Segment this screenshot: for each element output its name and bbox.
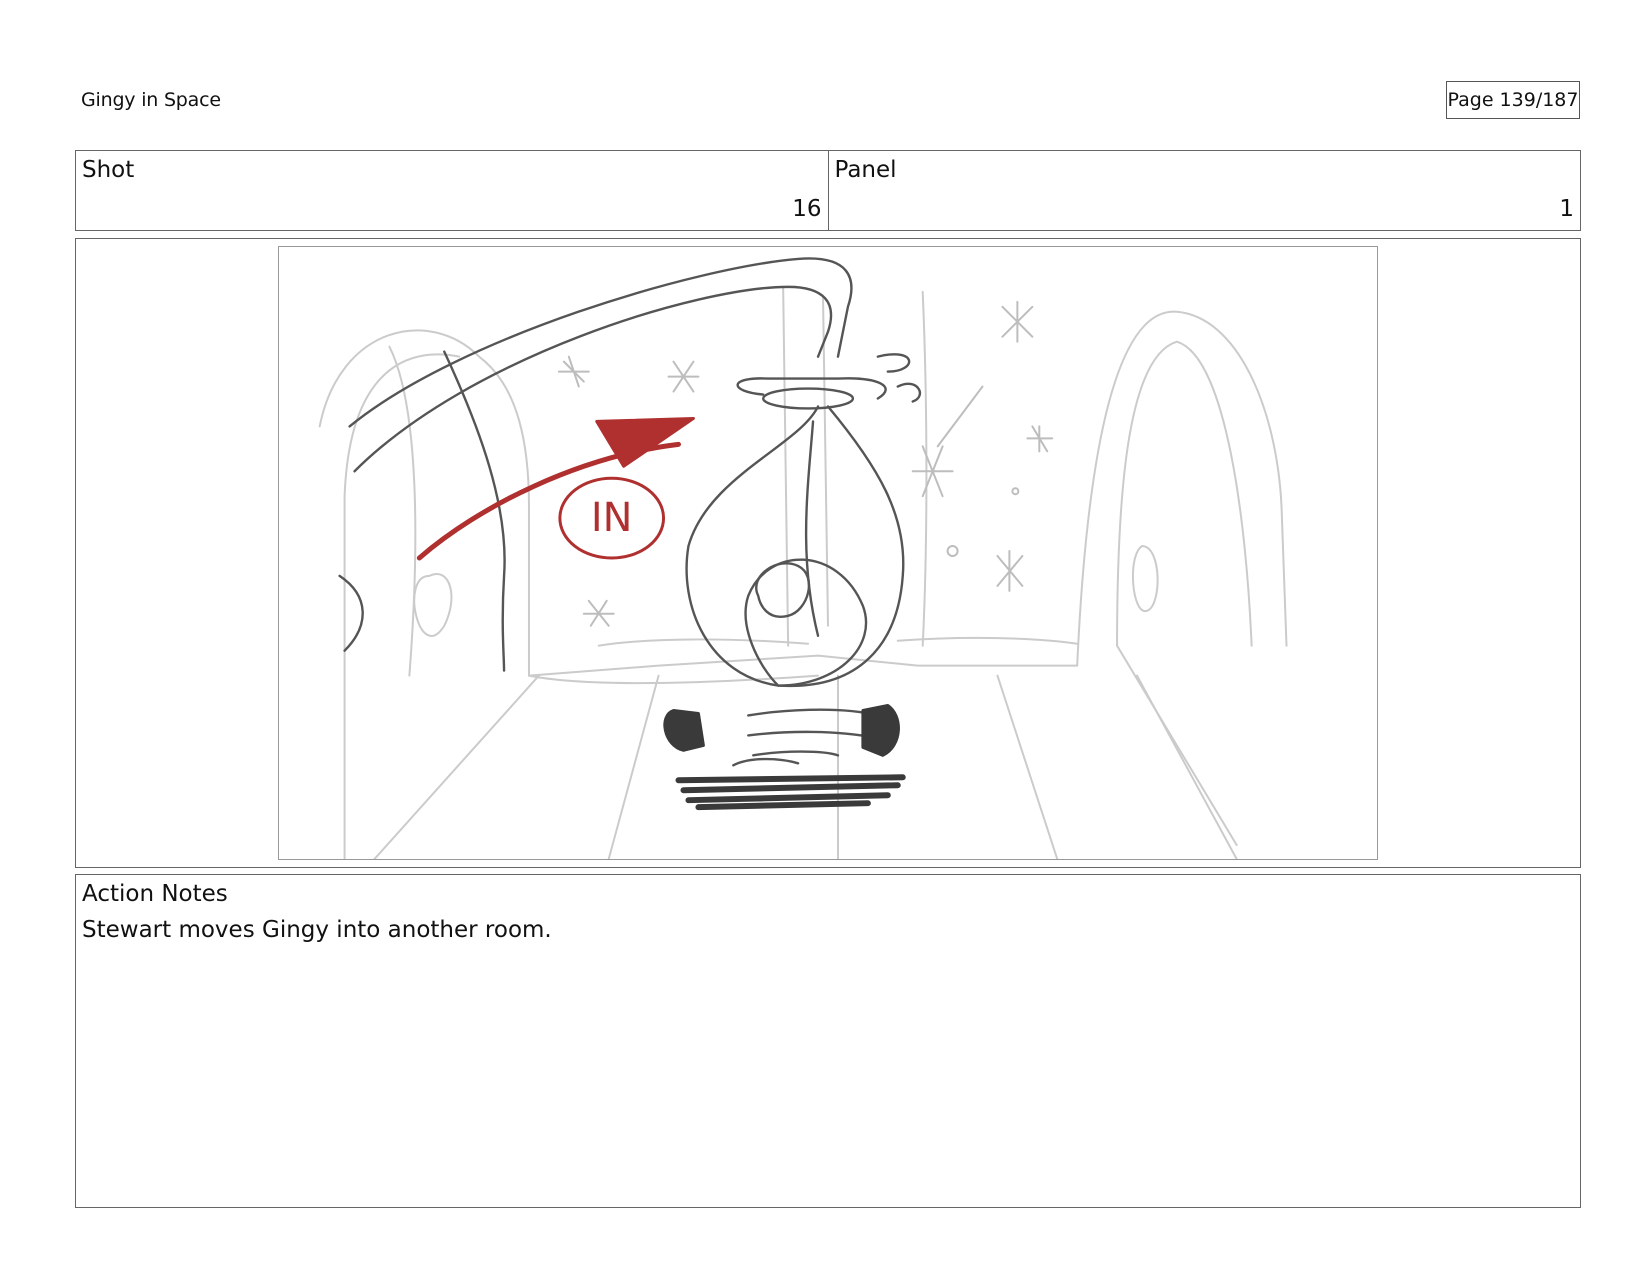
panel-number: 1 xyxy=(1559,196,1574,222)
page-number-box: Page 139/187 xyxy=(1446,81,1580,119)
star-sketches xyxy=(557,300,1054,627)
panel-label: Panel xyxy=(834,157,897,183)
page-number: Page 139/187 xyxy=(1447,89,1579,111)
shot-label: Shot xyxy=(82,157,135,183)
project-title: Gingy in Space xyxy=(81,89,221,111)
in-annotation: IN xyxy=(416,416,695,561)
background-room-sketch xyxy=(318,285,1288,859)
action-notes-box: Action Notes Stewart moves Gingy into an… xyxy=(75,874,1581,1208)
storyboard-frame-container: IN xyxy=(75,238,1581,868)
storyboard-sketch: IN xyxy=(318,257,1288,859)
action-notes-text: Stewart moves Gingy into another room. xyxy=(82,917,552,943)
shot-panel-header: Shot 16 Panel 1 xyxy=(75,150,1581,231)
shot-number: 16 xyxy=(792,196,822,222)
action-notes-label: Action Notes xyxy=(82,881,228,907)
dark-fills xyxy=(663,704,906,811)
foreground-sketch xyxy=(338,257,922,767)
shot-cell: Shot 16 xyxy=(76,151,828,230)
storyboard-frame: IN xyxy=(278,246,1378,860)
panel-cell: Panel 1 xyxy=(827,151,1581,230)
in-annotation-text: IN xyxy=(591,495,633,541)
